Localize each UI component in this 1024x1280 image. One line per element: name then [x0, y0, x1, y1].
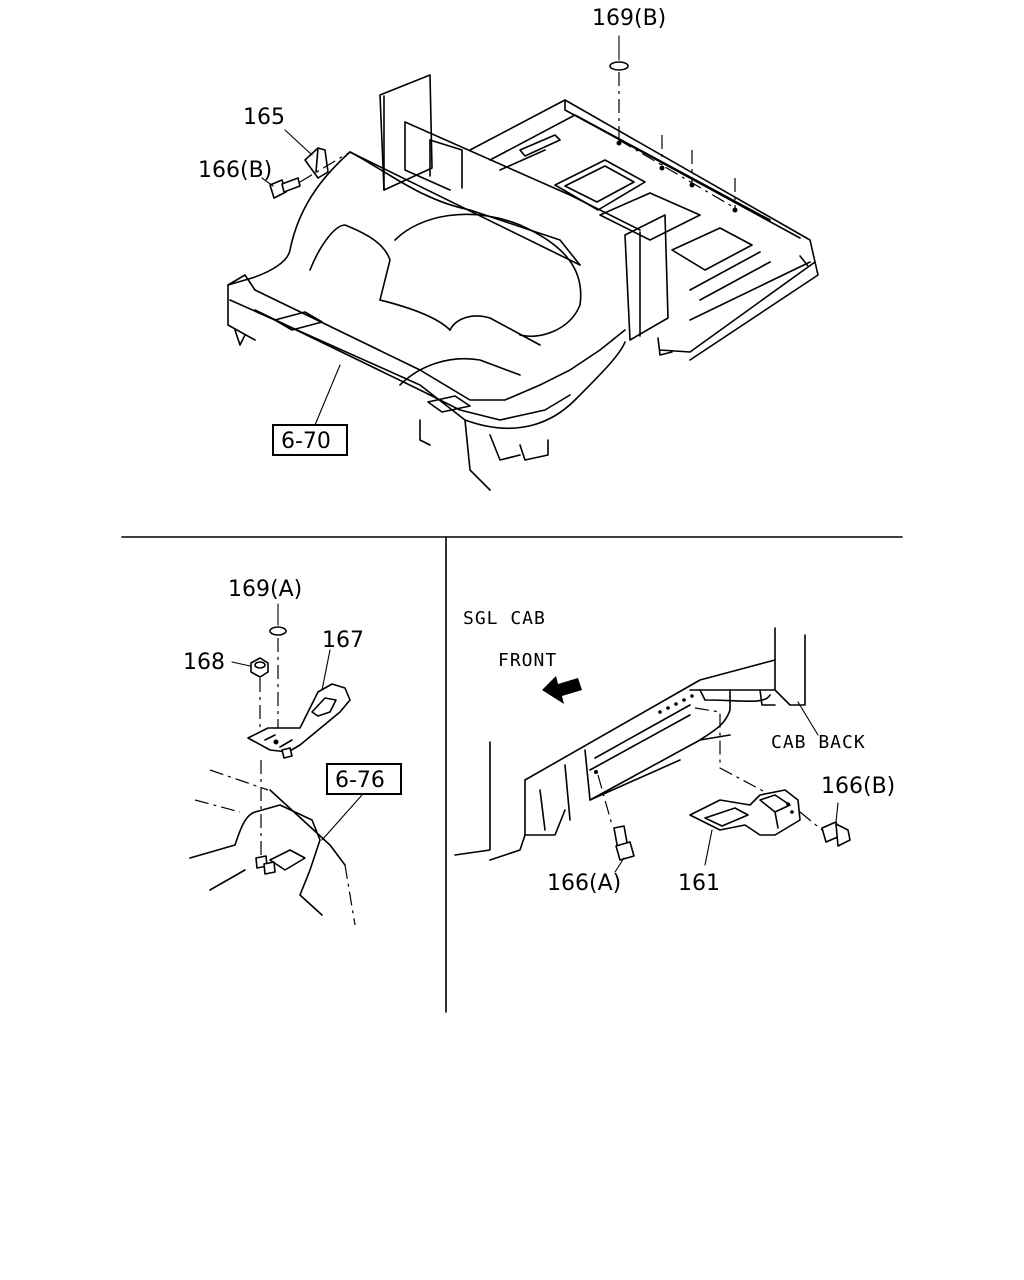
callout-161: 161	[678, 871, 720, 896]
part-166b-bolt-top	[261, 151, 351, 199]
part-169a-grommet	[269, 603, 287, 740]
part-169b-grommet	[609, 35, 738, 213]
cab-back-label: CAB BACK	[771, 732, 866, 753]
part-168-nut	[231, 657, 269, 735]
detail-left-panel	[189, 760, 356, 926]
cab-back-leader	[797, 701, 819, 736]
part-161-bracket	[689, 789, 801, 866]
part-166a-bolt	[613, 825, 635, 873]
callout-166a: 166(A)	[547, 871, 621, 896]
ref-6-70: 6-70	[281, 429, 331, 454]
front-label: FRONT	[498, 650, 557, 671]
ref-6-76-leader	[321, 794, 363, 841]
ref-box-6-76	[326, 763, 402, 795]
callout-166b-top: 166(B)	[198, 158, 272, 183]
part-167-bracket	[247, 649, 351, 759]
callout-169b-top: 169(B)	[592, 6, 666, 31]
callout-166b-right: 166(B)	[821, 774, 895, 799]
callout-169a: 169(A)	[228, 577, 302, 602]
part-166b-bolt-right	[821, 802, 851, 847]
detail-right-panel	[454, 627, 823, 861]
sgl-cab-label: SGL CAB	[463, 608, 546, 629]
ref-box-6-70	[272, 424, 348, 456]
cab-floor-assembly	[227, 74, 819, 491]
front-arrow-icon	[542, 676, 582, 704]
callout-168: 168	[183, 650, 225, 675]
part-165-bracket	[284, 129, 329, 179]
callout-165: 165	[243, 105, 285, 130]
ref-6-76: 6-76	[335, 768, 385, 793]
callout-167: 167	[322, 628, 364, 653]
